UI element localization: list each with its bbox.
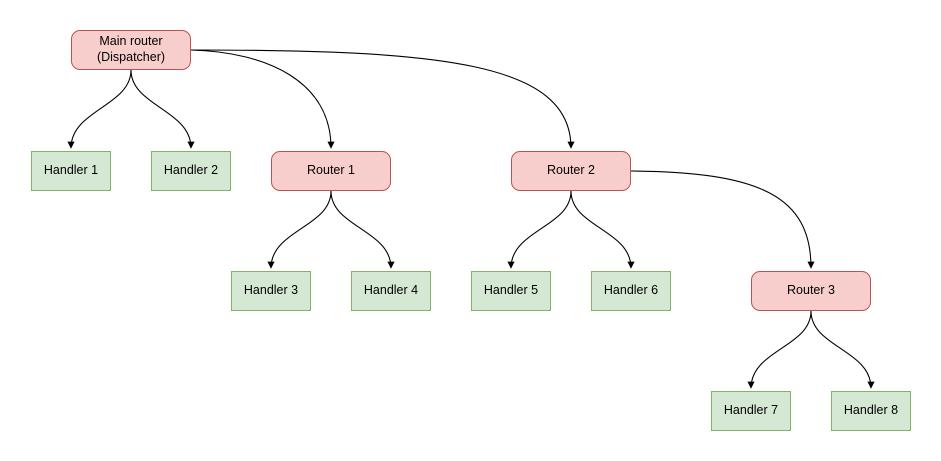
edge-main-router-to-router-1 — [190, 49, 335, 149]
node-handler-8-label: Handler 8 — [843, 403, 899, 418]
node-handler-1-label: Handler 1 — [43, 163, 99, 178]
node-handler-3-label: Handler 3 — [243, 283, 299, 298]
node-router-2-label: Router 2 — [547, 163, 595, 178]
node-router-1[interactable]: Router 1 — [271, 151, 391, 191]
edge-router-3-to-handler-7 — [747, 310, 812, 389]
node-router-3[interactable]: Router 3 — [751, 271, 871, 311]
node-handler-7[interactable]: Handler 7 — [711, 391, 791, 431]
edge-main-router-to-router-2 — [190, 49, 575, 149]
edge-router-2-to-router-3 — [630, 170, 815, 269]
node-handler-4-label: Handler 4 — [363, 283, 419, 298]
node-handler-6[interactable]: Handler 6 — [591, 271, 671, 311]
node-main-router-label: Main router (Dispatcher) — [96, 34, 166, 64]
node-handler-5-label: Handler 5 — [483, 283, 539, 298]
node-handler-7-label: Handler 7 — [723, 403, 779, 418]
edge-router-3-to-handler-8 — [810, 310, 875, 389]
edge-router-2-to-handler-5 — [507, 190, 572, 269]
edge-router-2-to-handler-6 — [570, 190, 635, 269]
node-handler-2-label: Handler 2 — [163, 163, 219, 178]
node-handler-6-label: Handler 6 — [603, 283, 659, 298]
edge-router-1-to-handler-3 — [267, 190, 332, 269]
node-router-2[interactable]: Router 2 — [511, 151, 631, 191]
node-main-router[interactable]: Main router (Dispatcher) — [71, 30, 191, 70]
node-handler-1[interactable]: Handler 1 — [31, 151, 111, 191]
node-handler-3[interactable]: Handler 3 — [231, 271, 311, 311]
node-router-3-label: Router 3 — [787, 283, 835, 298]
node-handler-8[interactable]: Handler 8 — [831, 391, 911, 431]
edge-main-router-to-handler-1 — [67, 69, 132, 149]
node-handler-4[interactable]: Handler 4 — [351, 271, 431, 311]
node-router-1-label: Router 1 — [307, 163, 355, 178]
node-handler-5[interactable]: Handler 5 — [471, 271, 551, 311]
edge-main-router-to-handler-2 — [130, 69, 195, 149]
edge-router-1-to-handler-4 — [330, 190, 395, 269]
node-handler-2[interactable]: Handler 2 — [151, 151, 231, 191]
